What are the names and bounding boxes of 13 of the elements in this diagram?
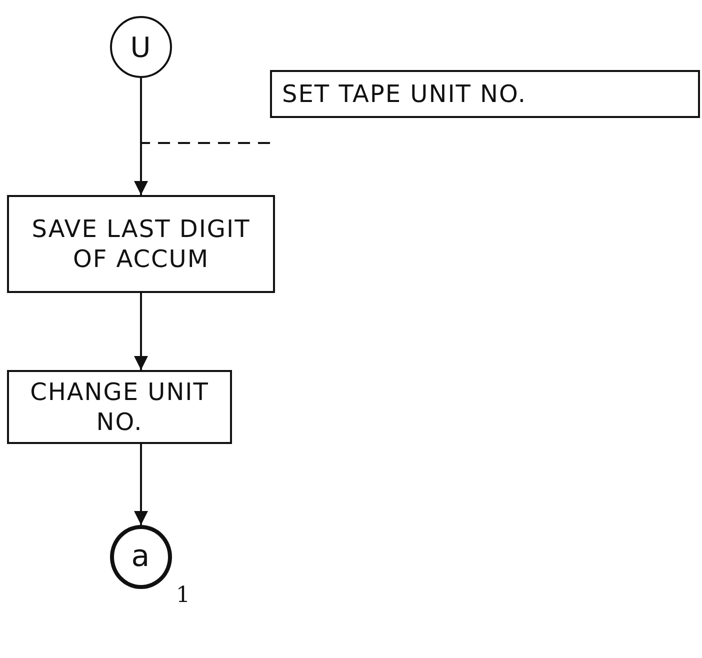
node-text: SET TAPE UNIT NO. [282,79,527,109]
annotation-box [270,70,700,118]
arrow [134,293,148,370]
node-text: a [131,538,151,576]
arrow [134,78,148,195]
page-number: 1 [176,583,190,608]
leader-line [141,142,270,144]
arrow [134,444,148,525]
process-box [7,195,275,293]
process-box [7,370,232,444]
node-text: CHANGE UNIT NO. [29,377,210,437]
node-text: SAVE LAST DIGIT OF ACCUM [30,214,252,274]
node-text: U [130,30,152,64]
